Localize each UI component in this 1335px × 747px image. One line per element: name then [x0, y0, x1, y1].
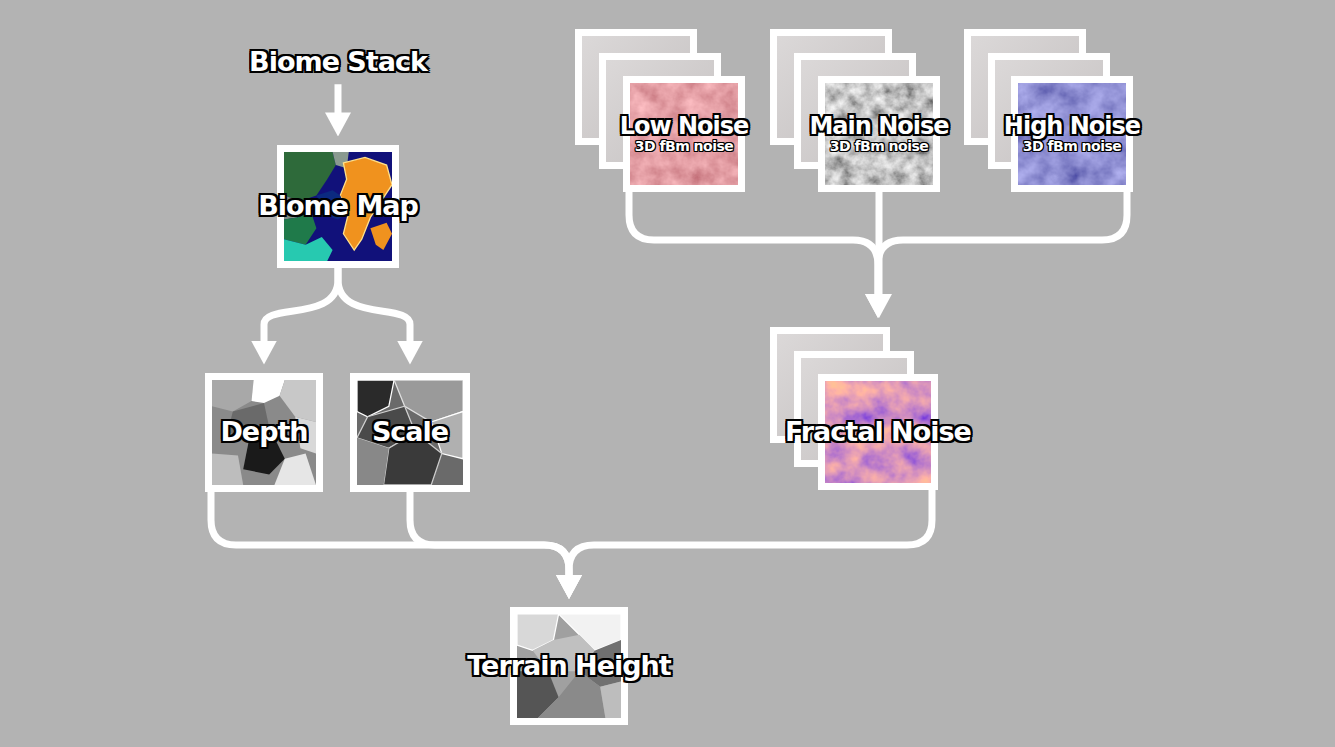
flow-arrow [334, 84, 341, 116]
map-box: Scale [350, 373, 470, 492]
title-text: Main Noise [809, 114, 948, 139]
flow-arrow [410, 492, 569, 580]
text-group: Biome Stack [249, 48, 427, 76]
subtitle-text: 3D fBm noise [1023, 139, 1122, 154]
text-group: Depth [220, 418, 307, 446]
title-text: Fractal Noise [785, 418, 971, 446]
text-group: Fractal Noise [785, 418, 971, 446]
flow-arrow [338, 268, 410, 345]
flow-arrow [878, 192, 1127, 298]
text-group: Low Noise3D fBm noise [620, 114, 749, 154]
text-group: High Noise3D fBm noise [1004, 114, 1140, 154]
title-text: Scale [372, 418, 448, 446]
text-group: Main Noise3D fBm noise [809, 114, 948, 154]
source-label: Biome Stack [243, 45, 433, 80]
flow-arrow [211, 492, 569, 580]
text-group: Terrain Height [467, 652, 671, 680]
title-text: Terrain Height [467, 652, 671, 680]
subtitle-text: 3D fBm noise [635, 139, 734, 154]
title-text: Depth [220, 418, 307, 446]
noise-box: Low Noise3D fBm noise [614, 76, 755, 192]
map-box: Depth [205, 373, 323, 492]
title-text: Low Noise [620, 114, 749, 139]
noise-box: Fractal Noise [779, 374, 977, 490]
noise-box: High Noise3D fBm noise [998, 76, 1147, 192]
text-group: Scale [372, 418, 448, 446]
subtitle-text: 3D fBm noise [830, 139, 929, 154]
flow-arrow [629, 192, 878, 298]
noise-box: Main Noise3D fBm noise [803, 76, 955, 192]
title-text: High Noise [1004, 114, 1140, 139]
map-box: Biome Map [252, 145, 424, 268]
flow-arrow [569, 490, 932, 579]
text-group: Biome Map [258, 192, 418, 220]
map-box: Terrain Height [461, 607, 677, 725]
title-text: Biome Map [258, 192, 418, 220]
title-text: Biome Stack [249, 48, 427, 76]
flow-arrow [264, 268, 338, 345]
